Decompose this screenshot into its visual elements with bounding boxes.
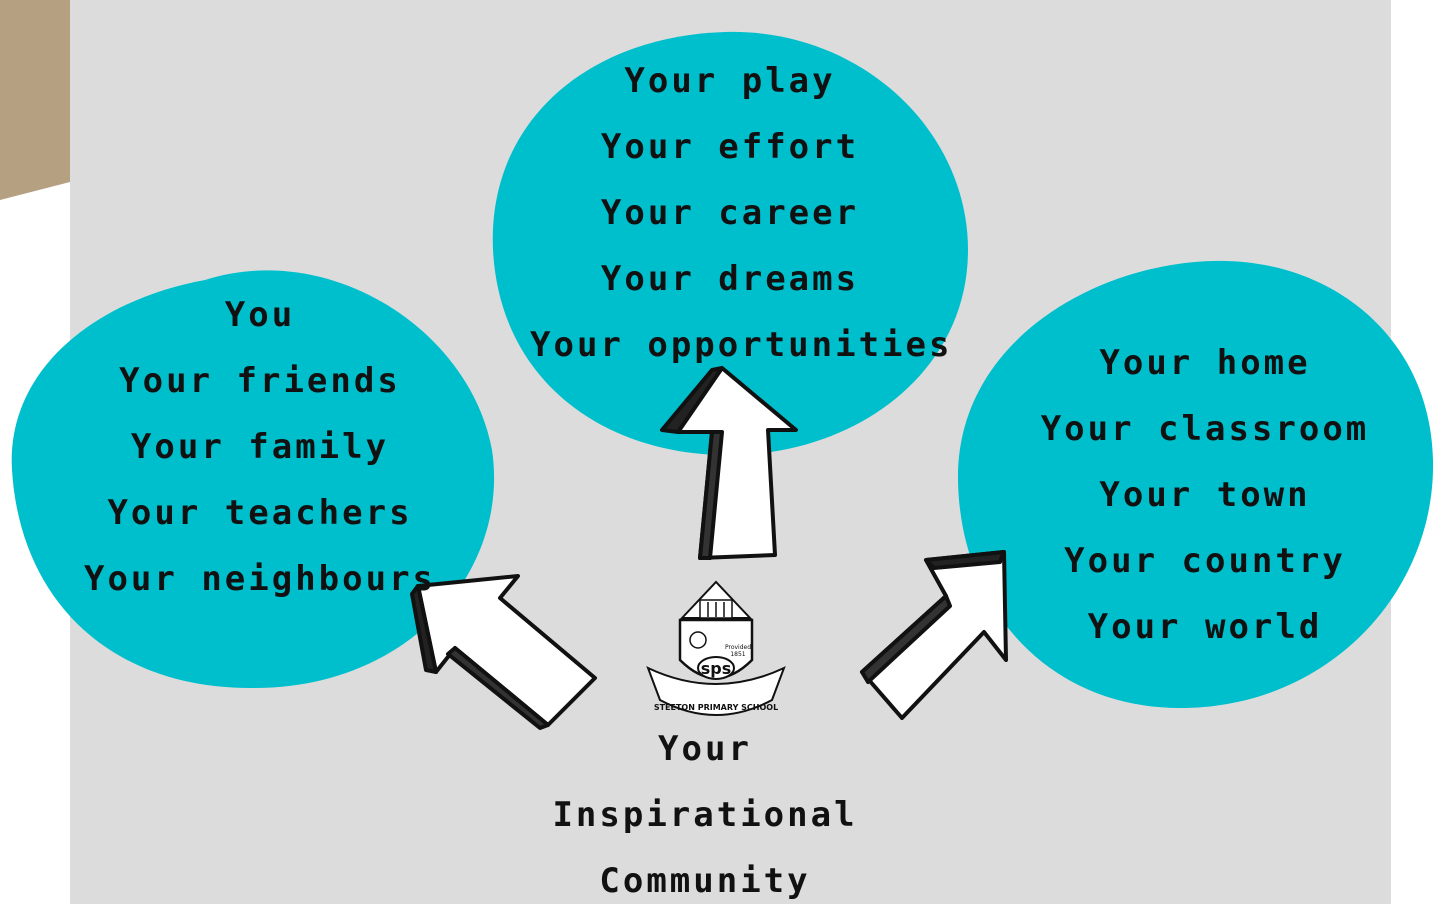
- left-item: Your teachers: [107, 493, 413, 533]
- top-item: Your effort: [600, 127, 860, 167]
- arrow-right-icon: [860, 550, 1008, 720]
- right-item: Your home: [1099, 343, 1311, 383]
- arrow-left-icon: [410, 574, 597, 730]
- left-item: You: [224, 295, 296, 335]
- right-item: Your country: [1064, 541, 1346, 581]
- center-caption: Your Inspirational Community: [505, 716, 905, 914]
- right-item: Your town: [1099, 475, 1311, 515]
- arrow-up-icon: [660, 366, 798, 560]
- right-group-list: Your home Your classroom Your town Your …: [1005, 330, 1405, 660]
- top-group-list: Your play Your effort Your career Your d…: [530, 48, 953, 378]
- top-item: Your play: [624, 61, 836, 101]
- rose-icon: [689, 631, 707, 649]
- left-item: Your neighbours: [83, 559, 437, 599]
- left-item: Your family: [130, 427, 390, 467]
- right-blob: [957, 260, 1434, 708]
- center-line: Inspirational: [552, 795, 858, 835]
- logo-year: 1851: [730, 651, 745, 658]
- right-item: Your classroom: [1040, 409, 1370, 449]
- school-logo: STEETON PRIMARY SCHOOL Provided 1851 sps: [646, 580, 786, 716]
- corner-decoration: [0, 0, 70, 200]
- right-item: Your world: [1087, 607, 1323, 647]
- top-item: Your opportunities: [530, 325, 953, 365]
- top-item: Your dreams: [600, 259, 860, 299]
- left-group-list: You Your friends Your family Your teache…: [60, 282, 460, 612]
- top-item: Your career: [600, 193, 860, 233]
- left-blob: [11, 270, 495, 689]
- logo-initials: sps: [701, 659, 732, 678]
- top-blob: [492, 31, 968, 456]
- logo-provided: Provided: [725, 644, 751, 651]
- left-item: Your friends: [119, 361, 401, 401]
- center-line: Your: [658, 729, 752, 769]
- logo-banner: STEETON PRIMARY SCHOOL: [654, 703, 778, 712]
- center-line: Community: [599, 861, 811, 901]
